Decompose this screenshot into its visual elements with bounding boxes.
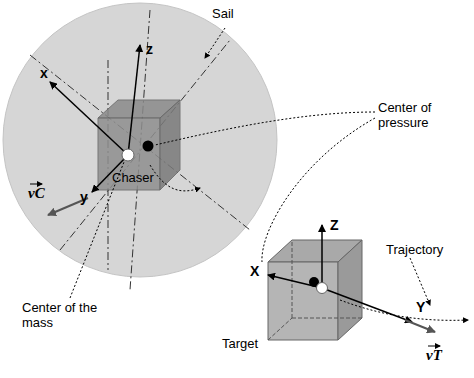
axis-label: x xyxy=(40,66,48,81)
axis-label: z xyxy=(146,42,153,57)
chaser-label: Chaser xyxy=(112,170,154,185)
axis-label: Z xyxy=(330,218,339,233)
target-cube xyxy=(268,240,362,340)
velocity-label: vC xyxy=(28,186,45,201)
velocity-label: vT xyxy=(426,348,442,363)
target-label: Target xyxy=(222,336,258,351)
pressure-label: Center of pressure xyxy=(378,100,468,130)
axis-label: y xyxy=(80,190,88,205)
axis-label: X xyxy=(250,264,259,279)
mass-label: Center of the mass xyxy=(22,300,104,330)
chaser-cube xyxy=(98,100,180,190)
sail-disc xyxy=(3,3,277,277)
trajectory-label: Trajectory xyxy=(386,242,443,257)
axis-label: Y xyxy=(416,300,425,315)
sail-label: Sail xyxy=(212,6,234,21)
